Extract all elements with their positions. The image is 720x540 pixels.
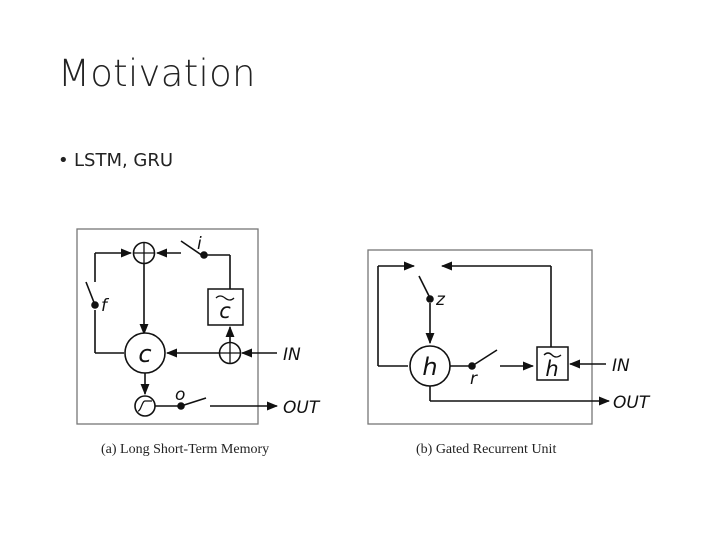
gru-update-gate-dot	[426, 295, 434, 303]
lstm-input-gate-dot	[200, 251, 208, 259]
gru-update-gate-switch	[418, 275, 431, 299]
slide-title: Motivation	[58, 52, 256, 95]
lstm-sum-node-top	[132, 241, 156, 265]
gru-output-label: OUT	[613, 393, 651, 413]
gru-reset-gate-switch	[471, 349, 498, 367]
bullet-symbol: •	[58, 150, 69, 171]
lstm-diagram: i f c c IN	[76, 228, 321, 457]
lstm-forget-gate-label: f	[101, 296, 110, 316]
gru-update-gate-label: z	[435, 290, 446, 310]
gru-reset-gate-label: r	[470, 369, 478, 389]
lstm-forget-gate-switch	[85, 281, 96, 306]
lstm-output-label: OUT	[283, 398, 321, 418]
gru-diagram: z h r h IN OUT (b) Gated Recurrent Unit	[367, 249, 651, 457]
lstm-forget-gate-dot	[91, 301, 99, 309]
lstm-input-gate-label: i	[197, 234, 202, 254]
lstm-input-label: IN	[283, 345, 301, 365]
lstm-candidate-box	[207, 288, 244, 326]
bullet-item: •LSTM, GRU	[58, 150, 173, 171]
tilde-icon	[215, 295, 235, 301]
bullet-text: LSTM, GRU	[74, 150, 174, 171]
lstm-output-gate-switch	[180, 397, 207, 407]
lstm-memory-cell-label: c	[138, 340, 151, 368]
gru-candidate-box	[536, 346, 569, 381]
gru-input-label: IN	[612, 356, 630, 376]
sigmoid-icon	[137, 400, 152, 412]
lstm-output-gate-label: o	[175, 385, 185, 405]
lstm-caption: (a) Long Short-Term Memory	[101, 442, 269, 457]
gru-caption: (b) Gated Recurrent Unit	[416, 442, 556, 457]
lstm-activation-node	[134, 395, 156, 417]
lstm-input-gate-switch	[180, 240, 204, 257]
lstm-sum-node-right	[218, 341, 242, 365]
tilde-icon	[543, 352, 562, 358]
gru-panel-border	[367, 249, 593, 425]
gru-hidden-label: h	[422, 353, 437, 381]
lstm-panel-border	[76, 228, 259, 425]
gru-candidate-label: h	[545, 357, 558, 381]
lstm-candidate-label: c	[219, 299, 231, 323]
